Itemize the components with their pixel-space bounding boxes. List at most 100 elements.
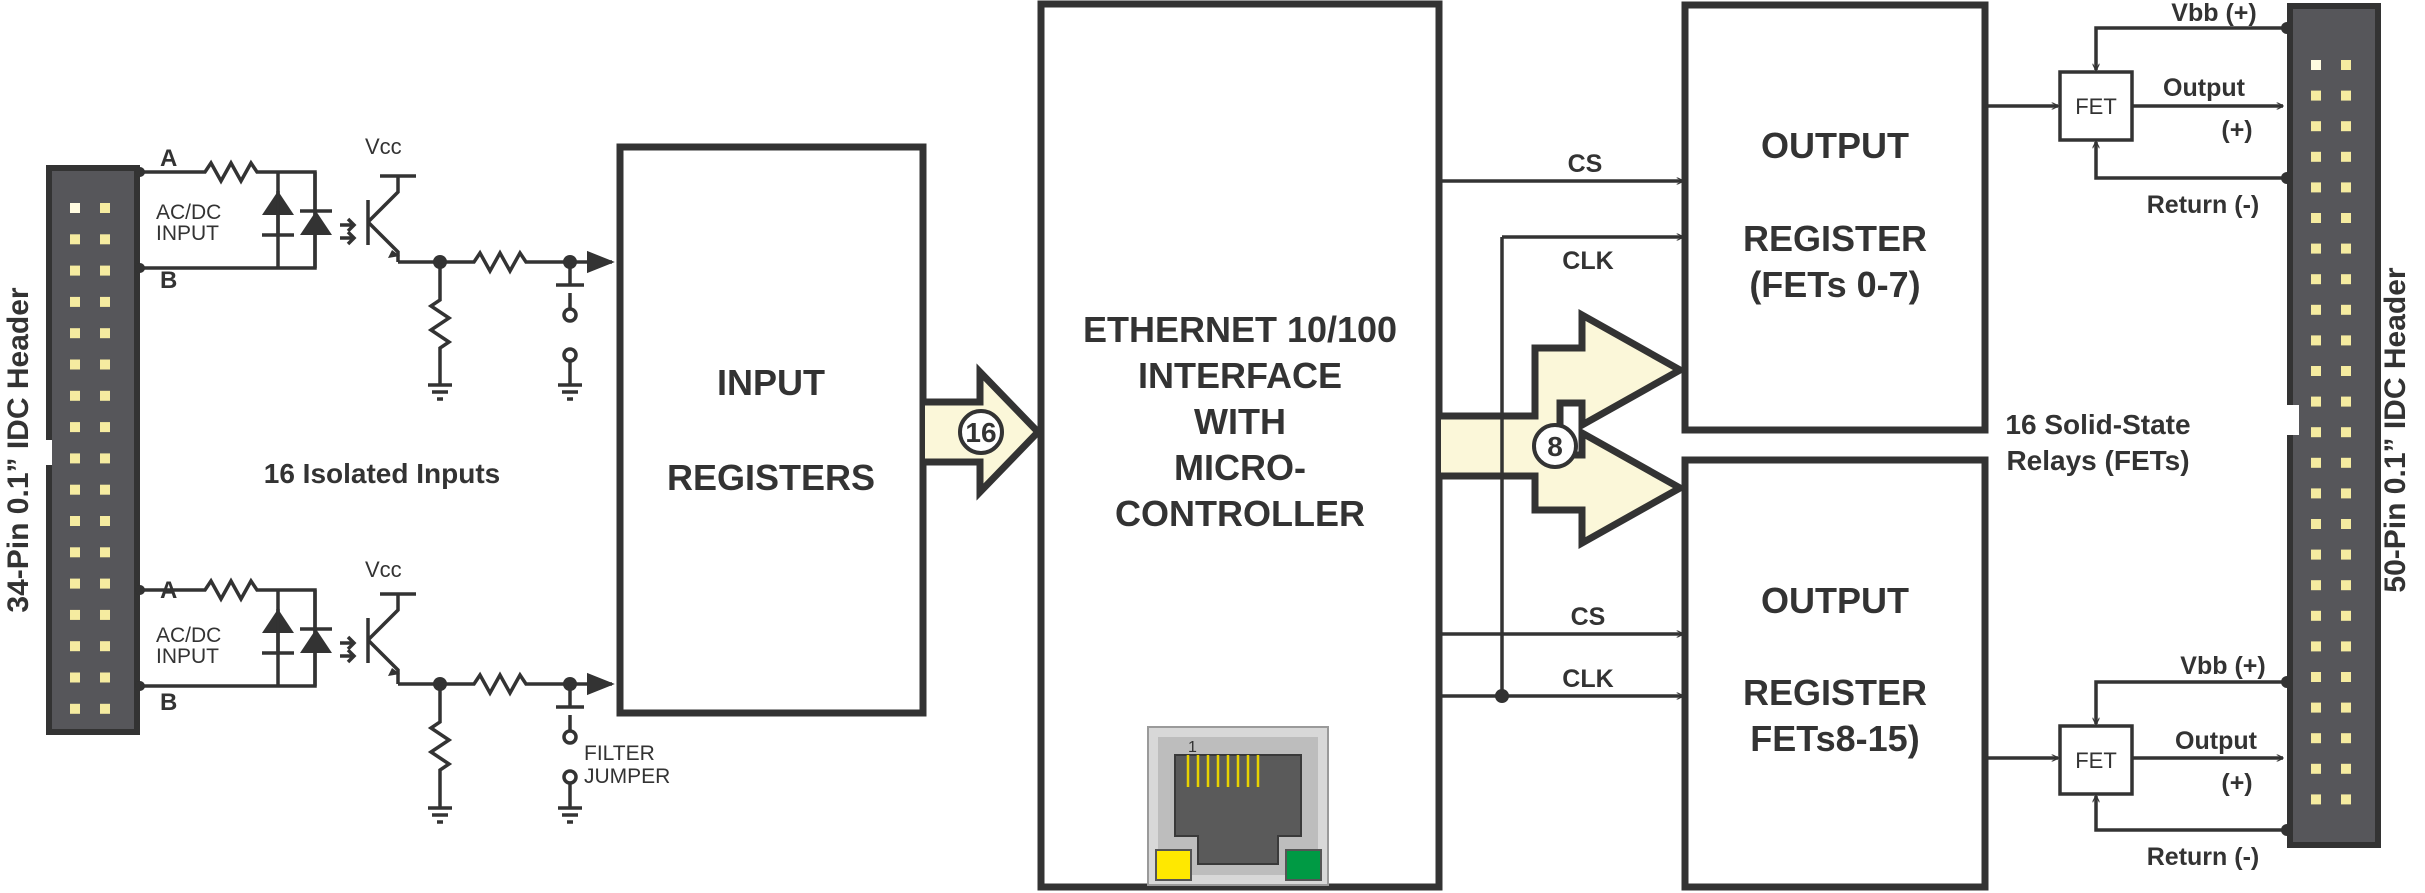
output-bus-width-badge: [1532, 423, 1578, 469]
header-pin: [100, 328, 110, 339]
header-pin: [2311, 182, 2321, 193]
header-pin: [70, 422, 80, 433]
right-header-pins: [2311, 60, 2351, 805]
output-register-bottom-line1: OUTPUT: [1761, 580, 1909, 621]
header-pin: [70, 609, 80, 620]
header-pin: [2341, 151, 2351, 162]
right-header-label: 50-Pin 0.1” IDC Header: [2379, 267, 2412, 592]
header-pin: [2311, 304, 2321, 315]
header-pin: [2341, 366, 2351, 376]
left-idc-header: [40, 165, 140, 735]
header-pin: [70, 578, 80, 589]
cs-label-bottom: CS: [1571, 603, 1606, 631]
header-pin: [70, 516, 80, 526]
vcc-top: Vcc: [365, 134, 402, 159]
header-pin: [70, 390, 80, 401]
filter-label: FILTER: [584, 742, 655, 765]
pin-b-bottom: B: [160, 689, 177, 716]
fet-bottom-label: FET: [2075, 748, 2117, 773]
ethernet-line2: INTERFACE: [1138, 355, 1342, 396]
header-pin: [70, 703, 80, 714]
relays-line2: Relays (FETs): [2006, 445, 2189, 476]
header-pin: [2311, 733, 2321, 744]
fet-top: [1985, 22, 2293, 184]
header-pin: [2311, 794, 2321, 805]
header-pin: [70, 672, 80, 683]
isolated-inputs-label: 16 Isolated Inputs: [264, 458, 501, 489]
ac-dc-label-bottom: AC/DC: [156, 624, 221, 647]
link-led-icon: [1155, 849, 1192, 881]
cs-label-top: CS: [1568, 150, 1603, 178]
vbb-top: Vbb (+): [2171, 0, 2256, 27]
input-label-bottom: INPUT: [156, 645, 219, 668]
header-pin: [100, 422, 110, 433]
header-pin: [100, 547, 110, 558]
output-register-top-line2: REGISTER: [1743, 218, 1927, 259]
control-signals: [1441, 181, 1683, 703]
header-pin: [100, 203, 110, 213]
header-pin: [2341, 335, 2351, 346]
input-registers-line1: INPUT: [717, 362, 825, 403]
output-register-top-box: [1681, 1, 1989, 434]
fet-top-label: FET: [2075, 94, 2117, 119]
header-pin: [2341, 610, 2351, 621]
header-pin: [2311, 396, 2321, 407]
header-pin: [2341, 60, 2351, 70]
header-pin: [2311, 763, 2321, 774]
input-bus-width: 16: [965, 417, 996, 448]
output-register-top-line3: (FETs 0-7): [1749, 264, 1920, 305]
header-pin: [70, 265, 80, 276]
header-pin: [100, 265, 110, 276]
header-pin: [2341, 763, 2351, 774]
header-pin: [2311, 335, 2321, 346]
clk-label-top: CLK: [1562, 247, 1613, 275]
header-pin: [100, 578, 110, 589]
left-header-pins: [70, 203, 110, 714]
rj45-pin-label: 1: [1188, 739, 1197, 756]
header-pin: [100, 516, 110, 526]
output-register-top-line1: OUTPUT: [1761, 125, 1909, 166]
header-pin: [70, 641, 80, 652]
header-pin: [100, 641, 110, 652]
header-pin: [2341, 641, 2351, 652]
ac-dc-label-top: AC/DC: [156, 201, 221, 224]
header-pin: [2341, 794, 2351, 805]
header-pin: [2341, 213, 2351, 223]
header-pin: [2311, 60, 2321, 70]
header-pin: [2311, 672, 2321, 682]
pin-a-bottom: A: [160, 577, 177, 604]
header-pin: [100, 672, 110, 683]
header-pin: [2341, 243, 2351, 254]
header-pin: [2341, 519, 2351, 529]
header-pin: [70, 203, 80, 213]
header-pin: [2311, 641, 2321, 652]
output-register-bottom-line3: FETs8-15): [1750, 718, 1919, 759]
header-pin: [2311, 702, 2321, 713]
ethernet-line5: CONTROLLER: [1115, 493, 1365, 534]
clk-label-bottom: CLK: [1562, 665, 1613, 693]
header-pin: [70, 328, 80, 339]
vcc-bottom: Vcc: [365, 557, 402, 582]
return-bottom: Return (-): [2147, 843, 2259, 871]
header-pin: [2311, 213, 2321, 223]
header-pin: [2341, 702, 2351, 713]
input-label-top: INPUT: [156, 222, 219, 245]
header-pin: [100, 390, 110, 401]
header-pin: [2341, 90, 2351, 101]
pin-b-top: B: [160, 267, 177, 294]
header-pin: [70, 453, 80, 464]
header-pin: [2311, 610, 2321, 621]
header-pin: [70, 234, 80, 245]
header-pin: [100, 703, 110, 714]
header-pin: [100, 609, 110, 620]
fet-bottom: [1985, 676, 2293, 836]
return-top: Return (-): [2147, 191, 2259, 219]
output-register-bottom-box: [1681, 456, 1989, 891]
output-sign-bottom: (+): [2221, 769, 2252, 797]
input-registers-line2: REGISTERS: [667, 457, 875, 498]
header-pin: [100, 296, 110, 307]
input-channel-bottom: [135, 577, 615, 824]
header-pin: [2311, 90, 2321, 101]
ethernet-line1: ETHERNET 10/100: [1083, 309, 1397, 350]
